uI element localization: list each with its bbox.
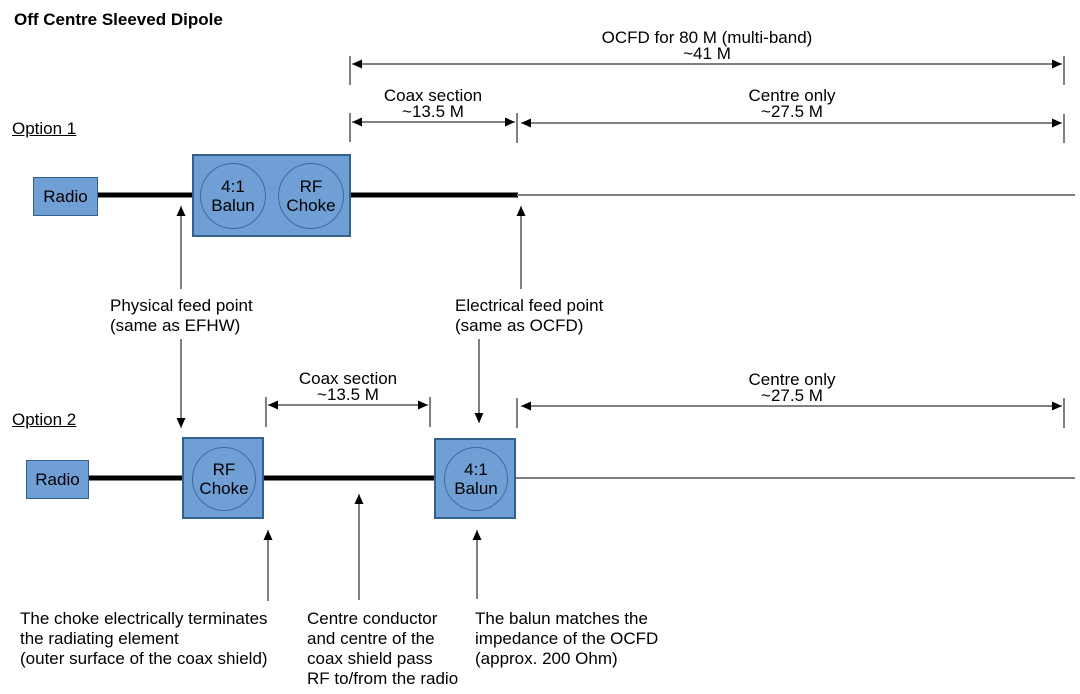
dim-centre2-text: Centre only [748, 370, 836, 389]
dim-centre-option1-lines [521, 114, 1065, 143]
electrical-feed-note: Electrical feed point (same as OCFD) [455, 296, 604, 335]
option2-balun-circle: 4:1 Balun [444, 447, 508, 511]
option1-choke-circle: RF Choke [278, 163, 344, 229]
option1-balun-circle: 4:1 Balun [200, 163, 266, 229]
dim-ocfd-label: OCFD for 80 M (multi-band)~41 M [601, 28, 813, 63]
option1-radio-label: Radio [43, 186, 88, 206]
dim-coax-option2-label: Coax section~13.5 M [298, 369, 398, 404]
option1-label: Option 1 [12, 119, 77, 138]
dim-centre-option2-label: Centre only~27.5 M [748, 370, 836, 405]
dim-coax2-value: ~13.5 M [317, 385, 379, 404]
option2-balun-box: 4:1 Balun [434, 438, 516, 519]
option2-radio-label: Radio [35, 469, 80, 489]
option1-balun-choke-box: 4:1 Balun RF Choke [192, 154, 351, 237]
option1-radio-box: Radio [33, 177, 98, 216]
dim-centre-option2-lines [516, 398, 1065, 428]
centre-note: Centre conductor and centre of the coax … [307, 609, 459, 688]
diagram-title: Off Centre Sleeved Dipole [14, 10, 223, 29]
dim-coax1-text: Coax section [383, 86, 483, 105]
dim-centre2-value: ~27.5 M [761, 386, 823, 405]
dim-coax-option1-lines [349, 113, 518, 143]
dim-centre-option1-label: Centre only~27.5 M [748, 86, 836, 121]
dim-coax-option1-label: Coax section~13.5 M [383, 86, 483, 121]
dim-ocfd-text: OCFD for 80 M (multi-band) [601, 28, 813, 47]
option2-balun-label: 4:1 Balun [454, 460, 498, 498]
dim-centre1-value: ~27.5 M [761, 102, 823, 121]
dim-coax-option2-lines [265, 397, 431, 427]
option2-label: Option 2 [12, 410, 77, 429]
dim-coax1-value: ~13.5 M [402, 102, 464, 121]
option1-balun-label: 4:1 Balun [211, 177, 255, 215]
option2-choke-box: RF Choke [182, 437, 264, 519]
option2-choke-circle: RF Choke [192, 447, 256, 511]
option1-choke-label: RF Choke [286, 177, 336, 215]
physical-feed-note: Physical feed point (same as EFHW) [110, 296, 253, 335]
dim-ocfd-lines [349, 56, 1065, 85]
option2-radio-box: Radio [26, 460, 89, 499]
balun-note: The balun matches the impedance of the O… [475, 609, 659, 668]
option2-choke-label: RF Choke [199, 460, 249, 498]
choke-note: The choke electrically terminates the ra… [20, 609, 268, 668]
dim-centre1-text: Centre only [748, 86, 836, 105]
dim-ocfd-value: ~41 M [683, 44, 731, 63]
dim-coax2-text: Coax section [298, 369, 398, 388]
